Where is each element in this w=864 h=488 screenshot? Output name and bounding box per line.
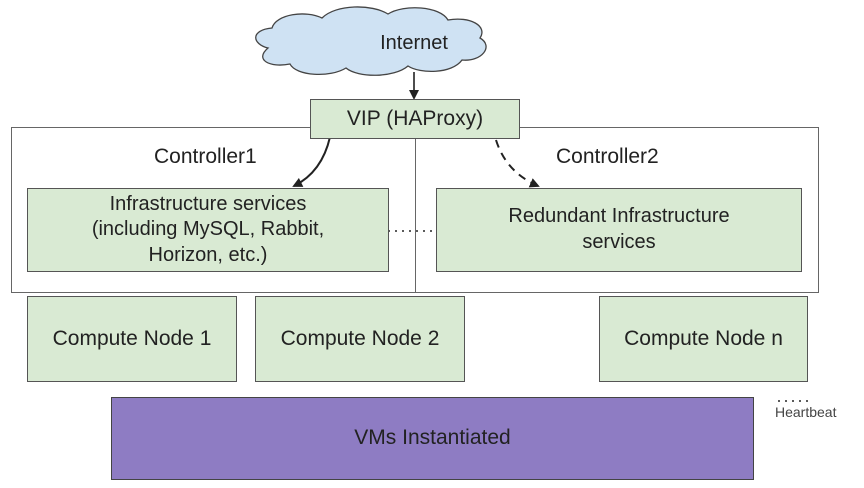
infrastructure-services-label: Infrastructure services (including MySQL… (91, 192, 325, 266)
controller1-label: Controller1 (154, 145, 257, 168)
vip-haproxy-label: VIP (HAProxy) (346, 106, 484, 130)
compute-node-2-label: Compute Node 2 (280, 326, 440, 350)
vms-instantiated-box: VMs Instantiated (111, 397, 754, 480)
vip-haproxy-box: VIP (HAProxy) (310, 99, 520, 139)
controller2-label: Controller2 (556, 145, 659, 168)
internet-label: Internet (380, 32, 448, 54)
compute-node-n-label: Compute Node n (624, 326, 783, 350)
vip-to-controller1-arrow (292, 136, 331, 187)
infrastructure-services-box: Infrastructure services (including MySQL… (27, 188, 389, 272)
legend-heartbeat-label: Heartbeat (775, 404, 837, 420)
vms-instantiated-label: VMs Instantiated (354, 426, 511, 450)
redundant-infrastructure-services-box: Redundant Infrastructure services (436, 188, 802, 272)
internet-cloud-shape (255, 6, 487, 76)
redundant-infrastructure-services-label: Redundant Infrastructure services (508, 205, 730, 253)
vip-to-controller2-arrow (495, 139, 540, 188)
compute-node-1: Compute Node 1 (27, 296, 237, 382)
compute-node-n: Compute Node n (599, 296, 808, 382)
compute-node-2: Compute Node 2 (255, 296, 465, 382)
compute-node-1-label: Compute Node 1 (52, 326, 212, 350)
controller2-frame (415, 127, 819, 293)
